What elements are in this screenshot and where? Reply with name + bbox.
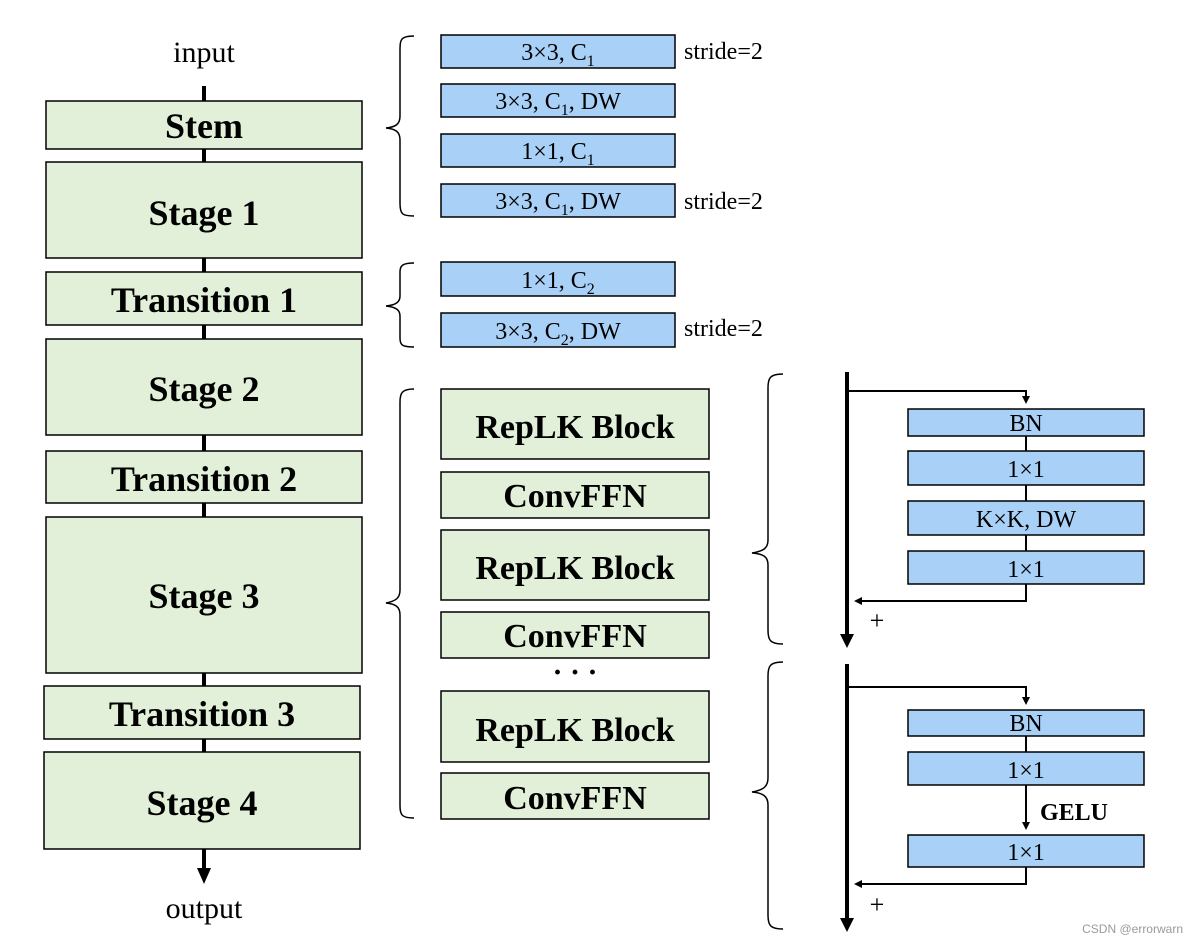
convffn-block: ConvFFN bbox=[440, 772, 710, 820]
stage-label: Stage 1 bbox=[149, 193, 260, 233]
braces bbox=[385, 35, 784, 930]
branch-arrow bbox=[847, 390, 1030, 404]
stage-box-transition-1: Transition 1 bbox=[45, 271, 363, 326]
replk-block: RepLK Block bbox=[440, 529, 710, 601]
stage-label: Transition 1 bbox=[111, 280, 297, 320]
layer-label: 3×3, C1, DW bbox=[495, 89, 621, 119]
layer-label: 1×1, C2 bbox=[521, 268, 595, 298]
layer-suffix: , DW bbox=[569, 89, 621, 115]
convffn-block: ConvFFN bbox=[440, 611, 710, 659]
residual-add-symbol: + bbox=[870, 890, 885, 919]
layer-suffix: , DW bbox=[569, 189, 621, 215]
layer-kernel: 3×3, C bbox=[495, 189, 561, 215]
stage-box-transition-3: Transition 3 bbox=[43, 685, 361, 740]
input-label: input bbox=[173, 36, 235, 69]
layer-label: 1×1 bbox=[1007, 840, 1045, 866]
replk-block: RepLK Block bbox=[440, 690, 710, 763]
layer-label: 1×1 bbox=[1007, 557, 1045, 583]
transition-layer-1: 1×1, C2 bbox=[440, 261, 676, 298]
stem-layer-1: 3×3, C1 stride=2 bbox=[440, 34, 763, 70]
block-label: RepLK Block bbox=[475, 712, 674, 749]
transition-layer-2: 3×3, C2, DW stride=2 bbox=[440, 312, 763, 349]
layer-label: BN bbox=[1009, 711, 1042, 737]
layer-subscript: 1 bbox=[587, 152, 595, 169]
backbone: input output Stem Stage 1 Transition 1 S… bbox=[43, 36, 363, 925]
layer-label: 3×3, C1 bbox=[521, 40, 595, 70]
residual-add-symbol: + bbox=[870, 606, 885, 635]
stem-layers: 3×3, C1 stride=2 3×3, C1, DW 1×1, C1 3×3… bbox=[440, 34, 763, 219]
bn-layer: BN bbox=[907, 709, 1145, 737]
replk-detail-brace bbox=[751, 373, 784, 645]
block-label: ConvFFN bbox=[503, 780, 647, 817]
stride-note: stride=2 bbox=[684, 189, 763, 215]
block-label: ConvFFN bbox=[503, 618, 647, 655]
layer-suffix: , DW bbox=[569, 319, 621, 345]
transition-brace bbox=[385, 262, 415, 348]
layer-subscript: 1 bbox=[587, 53, 595, 70]
layer-subscript: 2 bbox=[587, 281, 595, 298]
ffn-detail-brace bbox=[751, 661, 784, 930]
stage-label: Transition 3 bbox=[109, 694, 295, 734]
stage-box-stage-1: Stage 1 bbox=[45, 161, 363, 259]
layer-label: K×K, DW bbox=[976, 507, 1077, 533]
replk-block: RepLK Block bbox=[440, 388, 710, 460]
stage-box-transition-2: Transition 2 bbox=[45, 450, 363, 504]
layer-subscript: 1 bbox=[561, 102, 569, 119]
stage-box-stem: Stem bbox=[45, 100, 363, 150]
ellipsis: · · · bbox=[552, 656, 597, 689]
layer-label: 3×3, C1, DW bbox=[495, 189, 621, 219]
stem-layer-3: 1×1, C1 bbox=[440, 133, 676, 169]
layer-kernel: 3×3, C bbox=[521, 40, 587, 66]
pointwise-conv-layer: 1×1 bbox=[907, 751, 1145, 786]
block-label: ConvFFN bbox=[503, 478, 647, 515]
stem-brace bbox=[385, 35, 415, 217]
stage-label: Stage 4 bbox=[147, 783, 258, 823]
watermark: CSDN @errorwarn bbox=[1082, 922, 1183, 936]
convffn-detail: GELU + BN 1×1 1×1 bbox=[840, 664, 1145, 932]
layer-kernel: 3×3, C bbox=[495, 89, 561, 115]
layer-label: 1×1 bbox=[1007, 457, 1045, 483]
gelu-label: GELU bbox=[1040, 800, 1108, 826]
transition-layers: 1×1, C2 3×3, C2, DW stride=2 bbox=[440, 261, 763, 349]
main-path-arrowhead bbox=[840, 918, 854, 932]
main-path-arrowhead bbox=[840, 634, 854, 648]
stride-note: stride=2 bbox=[684, 316, 763, 342]
replk-block-detail: + BN 1×1 K×K, DW 1×1 bbox=[840, 372, 1145, 648]
layer-subscript: 1 bbox=[561, 202, 569, 219]
stage-label: Stage 3 bbox=[149, 576, 260, 616]
pointwise-conv-layer: 1×1 bbox=[907, 450, 1145, 486]
stage-label: Stage 2 bbox=[149, 369, 260, 409]
output-arrowhead bbox=[197, 868, 211, 884]
stage-label: Stem bbox=[165, 106, 243, 146]
layer-kernel: 3×3, C bbox=[495, 319, 561, 345]
bn-layer: BN bbox=[907, 408, 1145, 437]
block-label: RepLK Block bbox=[475, 409, 674, 446]
stage-box-stage-2: Stage 2 bbox=[45, 338, 363, 436]
layer-subscript: 2 bbox=[561, 332, 569, 349]
stage-box-stage-3: Stage 3 bbox=[45, 516, 363, 674]
depthwise-large-kernel-layer: K×K, DW bbox=[907, 500, 1145, 536]
layer-kernel: 1×1, C bbox=[521, 139, 587, 165]
pointwise-conv-layer: 1×1 bbox=[907, 550, 1145, 585]
stem-layer-2: 3×3, C1, DW bbox=[440, 83, 676, 119]
block-label: RepLK Block bbox=[475, 550, 674, 587]
stage-brace bbox=[385, 388, 415, 819]
stride-note: stride=2 bbox=[684, 39, 763, 65]
residual-return-arrow bbox=[854, 584, 1027, 605]
branch-arrow bbox=[847, 686, 1030, 705]
stage-blocks: RepLK Block ConvFFN RepLK Block ConvFFN … bbox=[440, 388, 710, 820]
output-label: output bbox=[166, 892, 243, 925]
pointwise-conv-layer: 1×1 bbox=[907, 834, 1145, 868]
stage-label: Transition 2 bbox=[111, 459, 297, 499]
stem-layer-4: 3×3, C1, DW stride=2 bbox=[440, 183, 763, 219]
stage-box-stage-4: Stage 4 bbox=[43, 751, 361, 850]
residual-return-arrow bbox=[854, 867, 1027, 888]
convffn-block: ConvFFN bbox=[440, 471, 710, 519]
layer-label: 1×1 bbox=[1007, 758, 1045, 784]
layer-label: 1×1, C1 bbox=[521, 139, 595, 169]
layer-label: 3×3, C2, DW bbox=[495, 319, 621, 349]
layer-kernel: 1×1, C bbox=[521, 268, 587, 294]
layer-label: BN bbox=[1009, 411, 1042, 437]
